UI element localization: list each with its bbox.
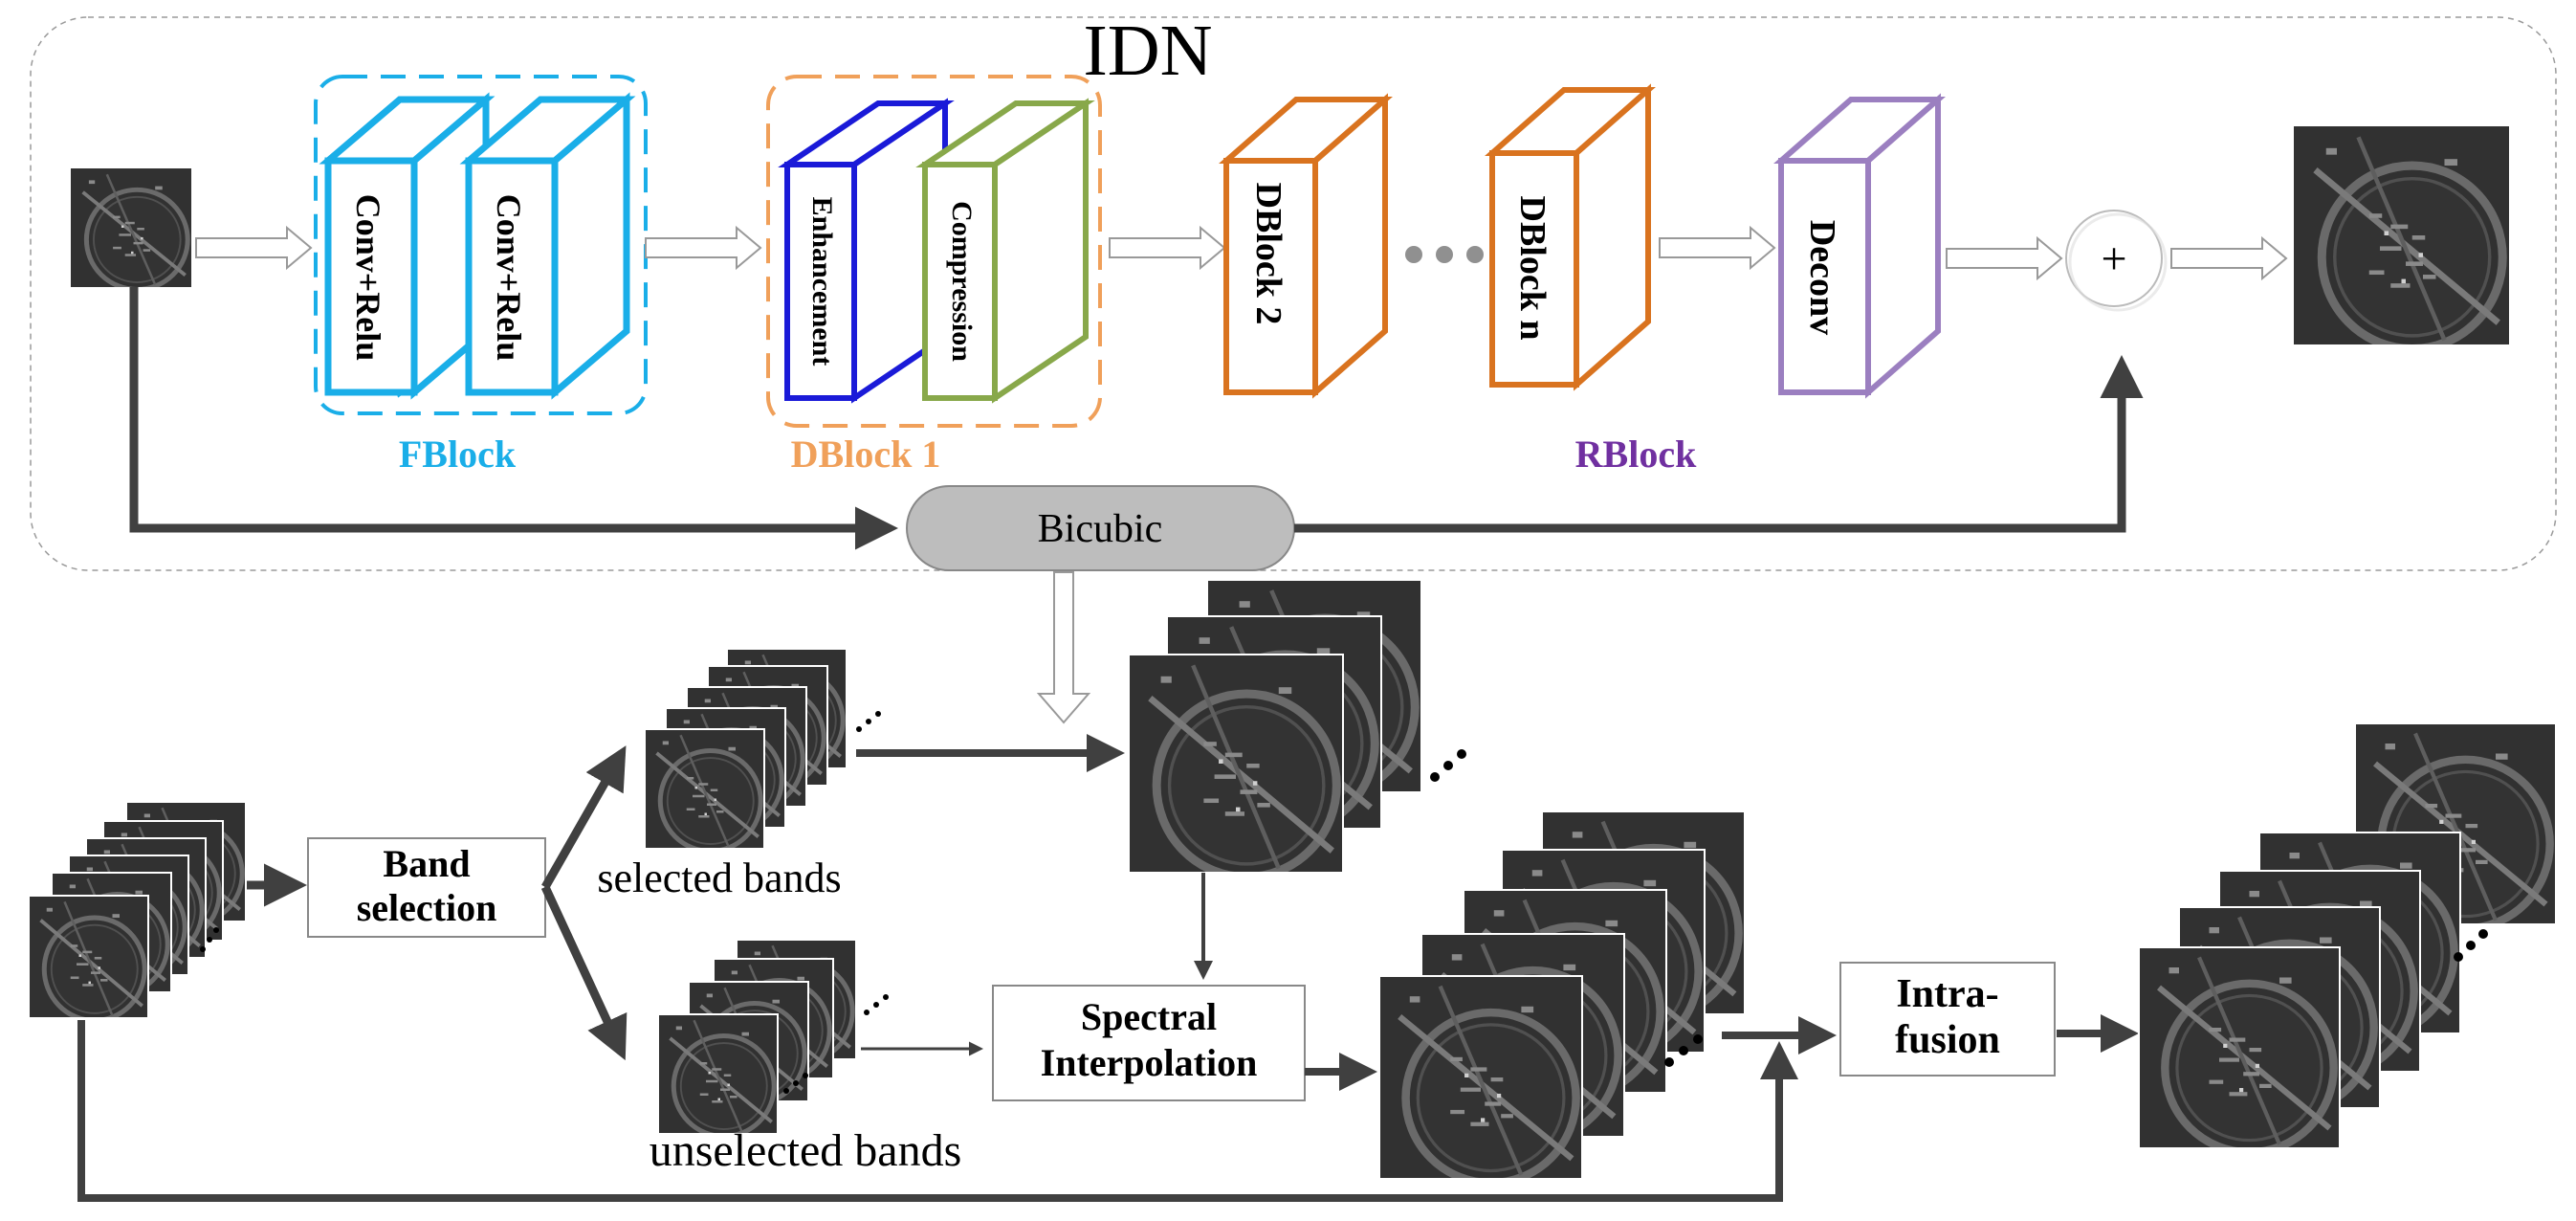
- dblock1-group: [766, 75, 1102, 428]
- conv-relu-label-1: Conv+Relu: [349, 194, 387, 362]
- input-stack-dots: [200, 927, 219, 952]
- unselected-bands-stack: [657, 939, 857, 1135]
- fblock-label: FBlock: [399, 433, 517, 476]
- split-arrow-up: [541, 745, 627, 890]
- spectral-interpolation-box: [992, 985, 1306, 1101]
- output-image-top: [2294, 126, 2509, 344]
- skip-bottom: [77, 1020, 1798, 1202]
- conv-relu-label-2: Conv+Relu: [490, 194, 528, 362]
- hollow-arrow-3: [1109, 225, 1226, 271]
- enhancement-label: Enhancement: [806, 197, 838, 366]
- deconv-label: Deconv: [1802, 220, 1842, 335]
- hollow-arrow-1: [195, 225, 313, 271]
- idn-title: IDN: [1083, 11, 1212, 91]
- input-stack: [28, 801, 247, 1019]
- split-arrow-down: [540, 885, 627, 1061]
- bicubic-label: Bicubic: [1038, 507, 1163, 551]
- sr-full-stack: [1378, 810, 1746, 1180]
- dblock2-block: [1219, 93, 1393, 399]
- dblock2-label: DBlock 2: [1248, 183, 1288, 325]
- hollow-arrow-2: [645, 225, 762, 271]
- compression-label: Compression: [946, 201, 978, 362]
- band-selection-line1: Band: [383, 842, 470, 885]
- sum-symbol: +: [2101, 233, 2126, 284]
- spectral-interp-line2: Interpolation: [1041, 1041, 1258, 1084]
- final-output-stack: [2138, 722, 2557, 1149]
- selected-bands-dots: [856, 711, 881, 732]
- selected-bands-stack: [644, 648, 848, 850]
- dblock1-label: DBlock 1: [791, 433, 941, 476]
- rblock-label: RBlock: [1575, 433, 1697, 476]
- hollow-arrow-5: [1946, 235, 2063, 281]
- hollow-arrow-6: [2170, 235, 2288, 281]
- conv-relu-block-2: [459, 92, 636, 400]
- intra-fusion-line1: Intra-: [1896, 972, 1998, 1016]
- conv-relu-block-1: [319, 92, 495, 400]
- dblock-ellipsis: [1405, 246, 1484, 263]
- sr-selected-dots: [1430, 749, 1466, 782]
- spectral-interp-line1: Spectral: [1081, 995, 1217, 1038]
- intra-fusion-line2: fusion: [1895, 1018, 2000, 1062]
- intra-fusion-box: [1839, 962, 2056, 1077]
- compression-block: [915, 98, 1095, 404]
- unselected-bands-dots: [783, 994, 889, 1094]
- idn-container: [30, 16, 2557, 571]
- hollow-arrow-4: [1659, 225, 1776, 271]
- band-selection-line2: selection: [357, 886, 497, 929]
- selected-bands-label: selected bands: [597, 855, 841, 901]
- sum-node: [2065, 210, 2163, 307]
- unselected-bands-label: unselected bands: [650, 1125, 962, 1176]
- sr-selected-stack: [1128, 579, 1422, 874]
- hollow-arrow-down: [1036, 571, 1091, 724]
- final-output-dots: [2454, 929, 2488, 962]
- dblockn-block: [1485, 83, 1656, 391]
- bicubic-skip-right: [1294, 355, 2144, 533]
- deconv-block: [1773, 93, 1946, 399]
- sr-full-dots: [1664, 1034, 1703, 1067]
- bicubic-skip-left: [129, 287, 898, 550]
- band-selection-box: [307, 837, 546, 938]
- input-image-top: [71, 168, 191, 287]
- dblockn-label: DBlock n: [1512, 196, 1552, 341]
